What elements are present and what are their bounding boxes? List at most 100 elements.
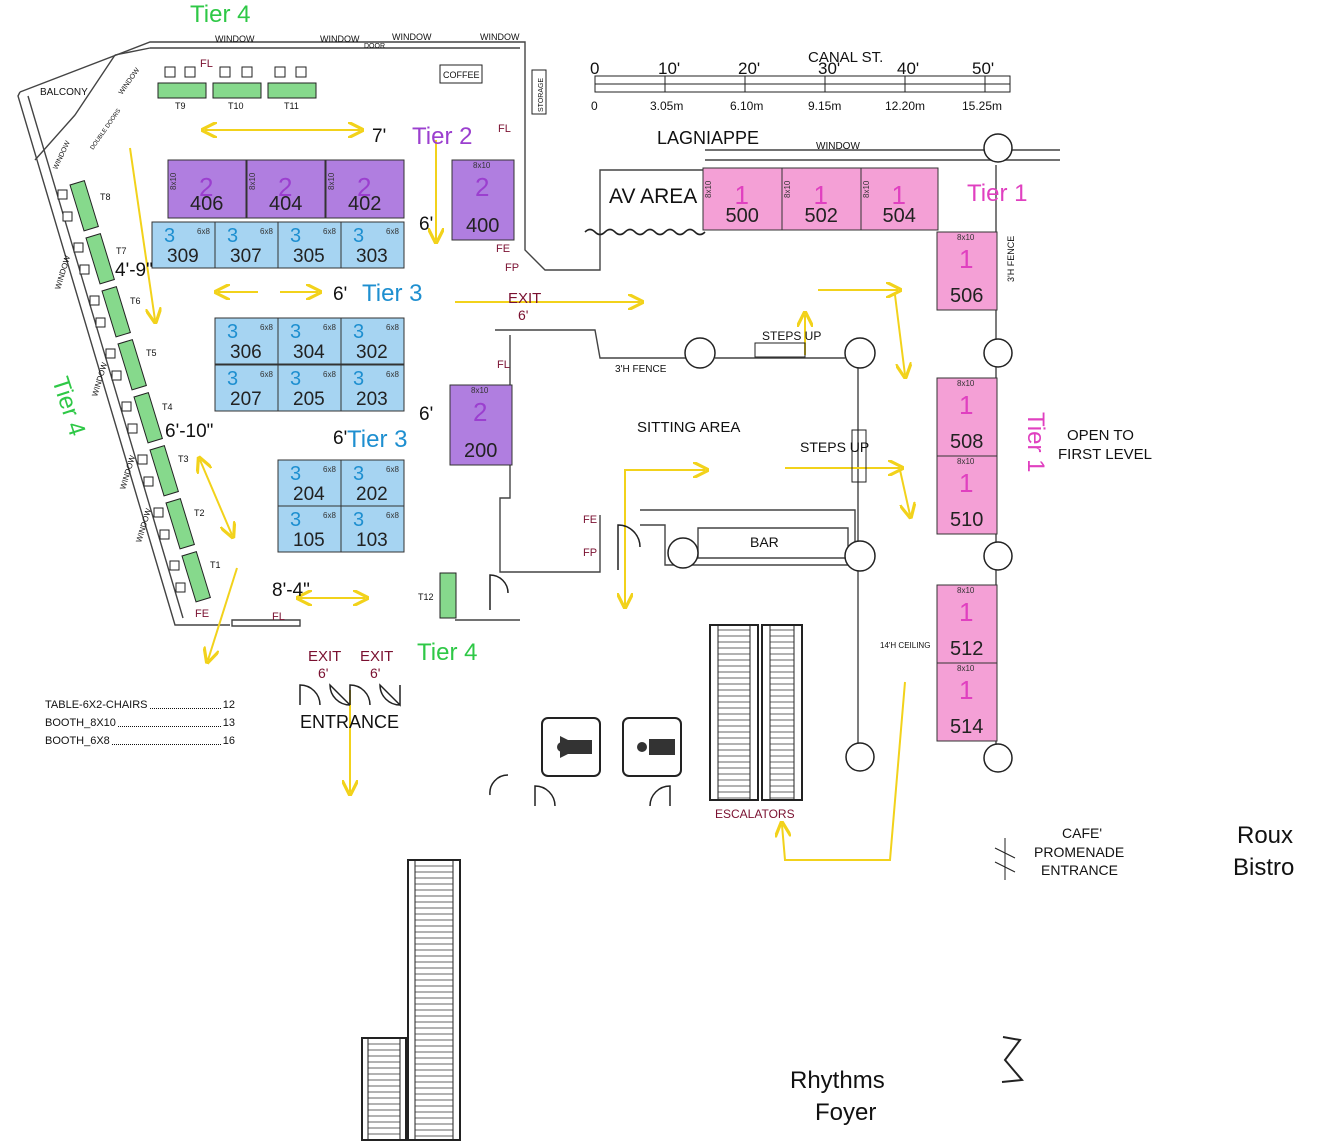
booth-306-number: 306 [230,342,262,363]
booth-512-tier: 1 [959,597,973,627]
window-label-w2: WINDOW [53,254,72,291]
scale-m-4: 12.20m [885,99,925,113]
bar-door [617,524,641,570]
window-label-balcony: WINDOW [118,67,142,96]
booth-510-size: 8x10 [957,457,975,466]
booth-305-shape [277,221,342,269]
booth-502-tier: 1 [814,180,828,210]
booth-309-number: 309 [167,246,199,267]
tier1-label-east: Tier 1 [1022,412,1049,472]
booth-303-shape [340,221,405,269]
booth-307-shape [214,221,279,269]
booth-304-size: 6x8 [323,323,336,332]
booth-203-tier: 3 [353,368,364,390]
fp-marker-2: FP [583,547,597,559]
scale-ft-20: 20' [738,59,760,78]
booth-205-size: 6x8 [323,370,336,379]
chairs-top [164,66,307,78]
cafe-label-3: ENTRANCE [1041,862,1118,878]
storage-label: STORAGE [538,78,545,112]
table-t6 [101,285,132,338]
booth-302-number: 302 [356,342,388,363]
window-label-1: WINDOW [215,34,255,44]
booth-502-number: 502 [805,205,838,227]
fence-top [495,329,695,359]
booth-302-size: 6x8 [386,323,399,332]
booth-514-tier: 1 [959,675,973,705]
table-t2 [165,497,196,550]
exit-left-width: 6' [318,665,328,681]
bar-label: BAR [750,534,779,550]
tier4-label-bottom: Tier 4 [417,639,477,666]
exit-right-width: 6' [370,665,380,681]
table-t8 [69,179,100,232]
scale-ft-0: 0 [590,59,599,78]
scale-m-5: 15.25m [962,99,1002,113]
window-label-4: WINDOW [480,32,520,42]
scale-m-1: 3.05m [650,99,683,113]
table-label-t12: T12 [418,592,434,602]
roux-label-2: Bistro [1233,854,1294,881]
column-3 [983,541,1013,571]
tier4-label-west: Tier 4 [46,374,90,440]
booth-402-number: 402 [348,193,381,215]
scale-bar: 0 10' 20' 30' 40' 50' 0 3.05m 6.10m 9.15… [590,59,1011,113]
restroom-doors [489,574,671,807]
dim-4-9: 4'-9" [115,260,153,281]
table-label-t5: T5 [146,348,157,358]
dim-6-d: 6' [333,428,347,449]
booth-512-shape [936,584,998,664]
table-t7 [85,232,116,285]
balcony-line [34,47,151,161]
booth-504-tier: 1 [892,180,906,210]
open-to-label: OPEN TO [1067,427,1134,444]
column-5 [684,337,716,369]
dim-6-10: 6'-10" [165,421,213,442]
scale-ft-40: 40' [897,59,919,78]
booth-105-size: 6x8 [323,511,336,520]
table-label-t10: T10 [228,101,244,111]
lagniappe-label: LAGNIAPPE [657,128,759,148]
booth-103-number: 103 [356,530,388,551]
booth-502-size: 8x10 [783,180,792,198]
booth-103-tier: 3 [353,509,364,531]
table-label-t8: T8 [100,192,111,202]
booth-202-tier: 3 [353,463,364,485]
table-t12 [439,572,457,619]
booth-400-shape [451,159,515,241]
scale-ft-30: 30' [818,59,840,78]
table-t3 [149,444,180,497]
booth-103-shape [340,505,405,553]
window-label-w1: WINDOW [52,140,71,171]
booth-204-number: 204 [293,484,325,505]
booth-402-tier: 2 [357,172,371,202]
booth-303-number: 303 [356,246,388,267]
booth-200-size: 8x10 [471,386,489,395]
booth-304-number: 304 [293,342,325,363]
booth-404-size: 8x10 [248,172,257,190]
exit-mid-width: 6' [518,307,528,323]
dim-6-c: 6' [419,404,433,425]
booth-506-number: 506 [950,285,983,307]
column-4 [983,743,1013,773]
booth-203-number: 203 [356,389,388,410]
window-canal-label: WINDOW [816,141,860,152]
scale-m-2: 6.10m [730,99,763,113]
booth-305-number: 305 [293,246,325,267]
booth-400-number: 400 [466,215,499,237]
booth-506-tier: 1 [959,244,973,274]
booth-305-size: 6x8 [323,227,336,236]
walls [17,41,1060,760]
booth-200-number: 200 [464,440,497,462]
